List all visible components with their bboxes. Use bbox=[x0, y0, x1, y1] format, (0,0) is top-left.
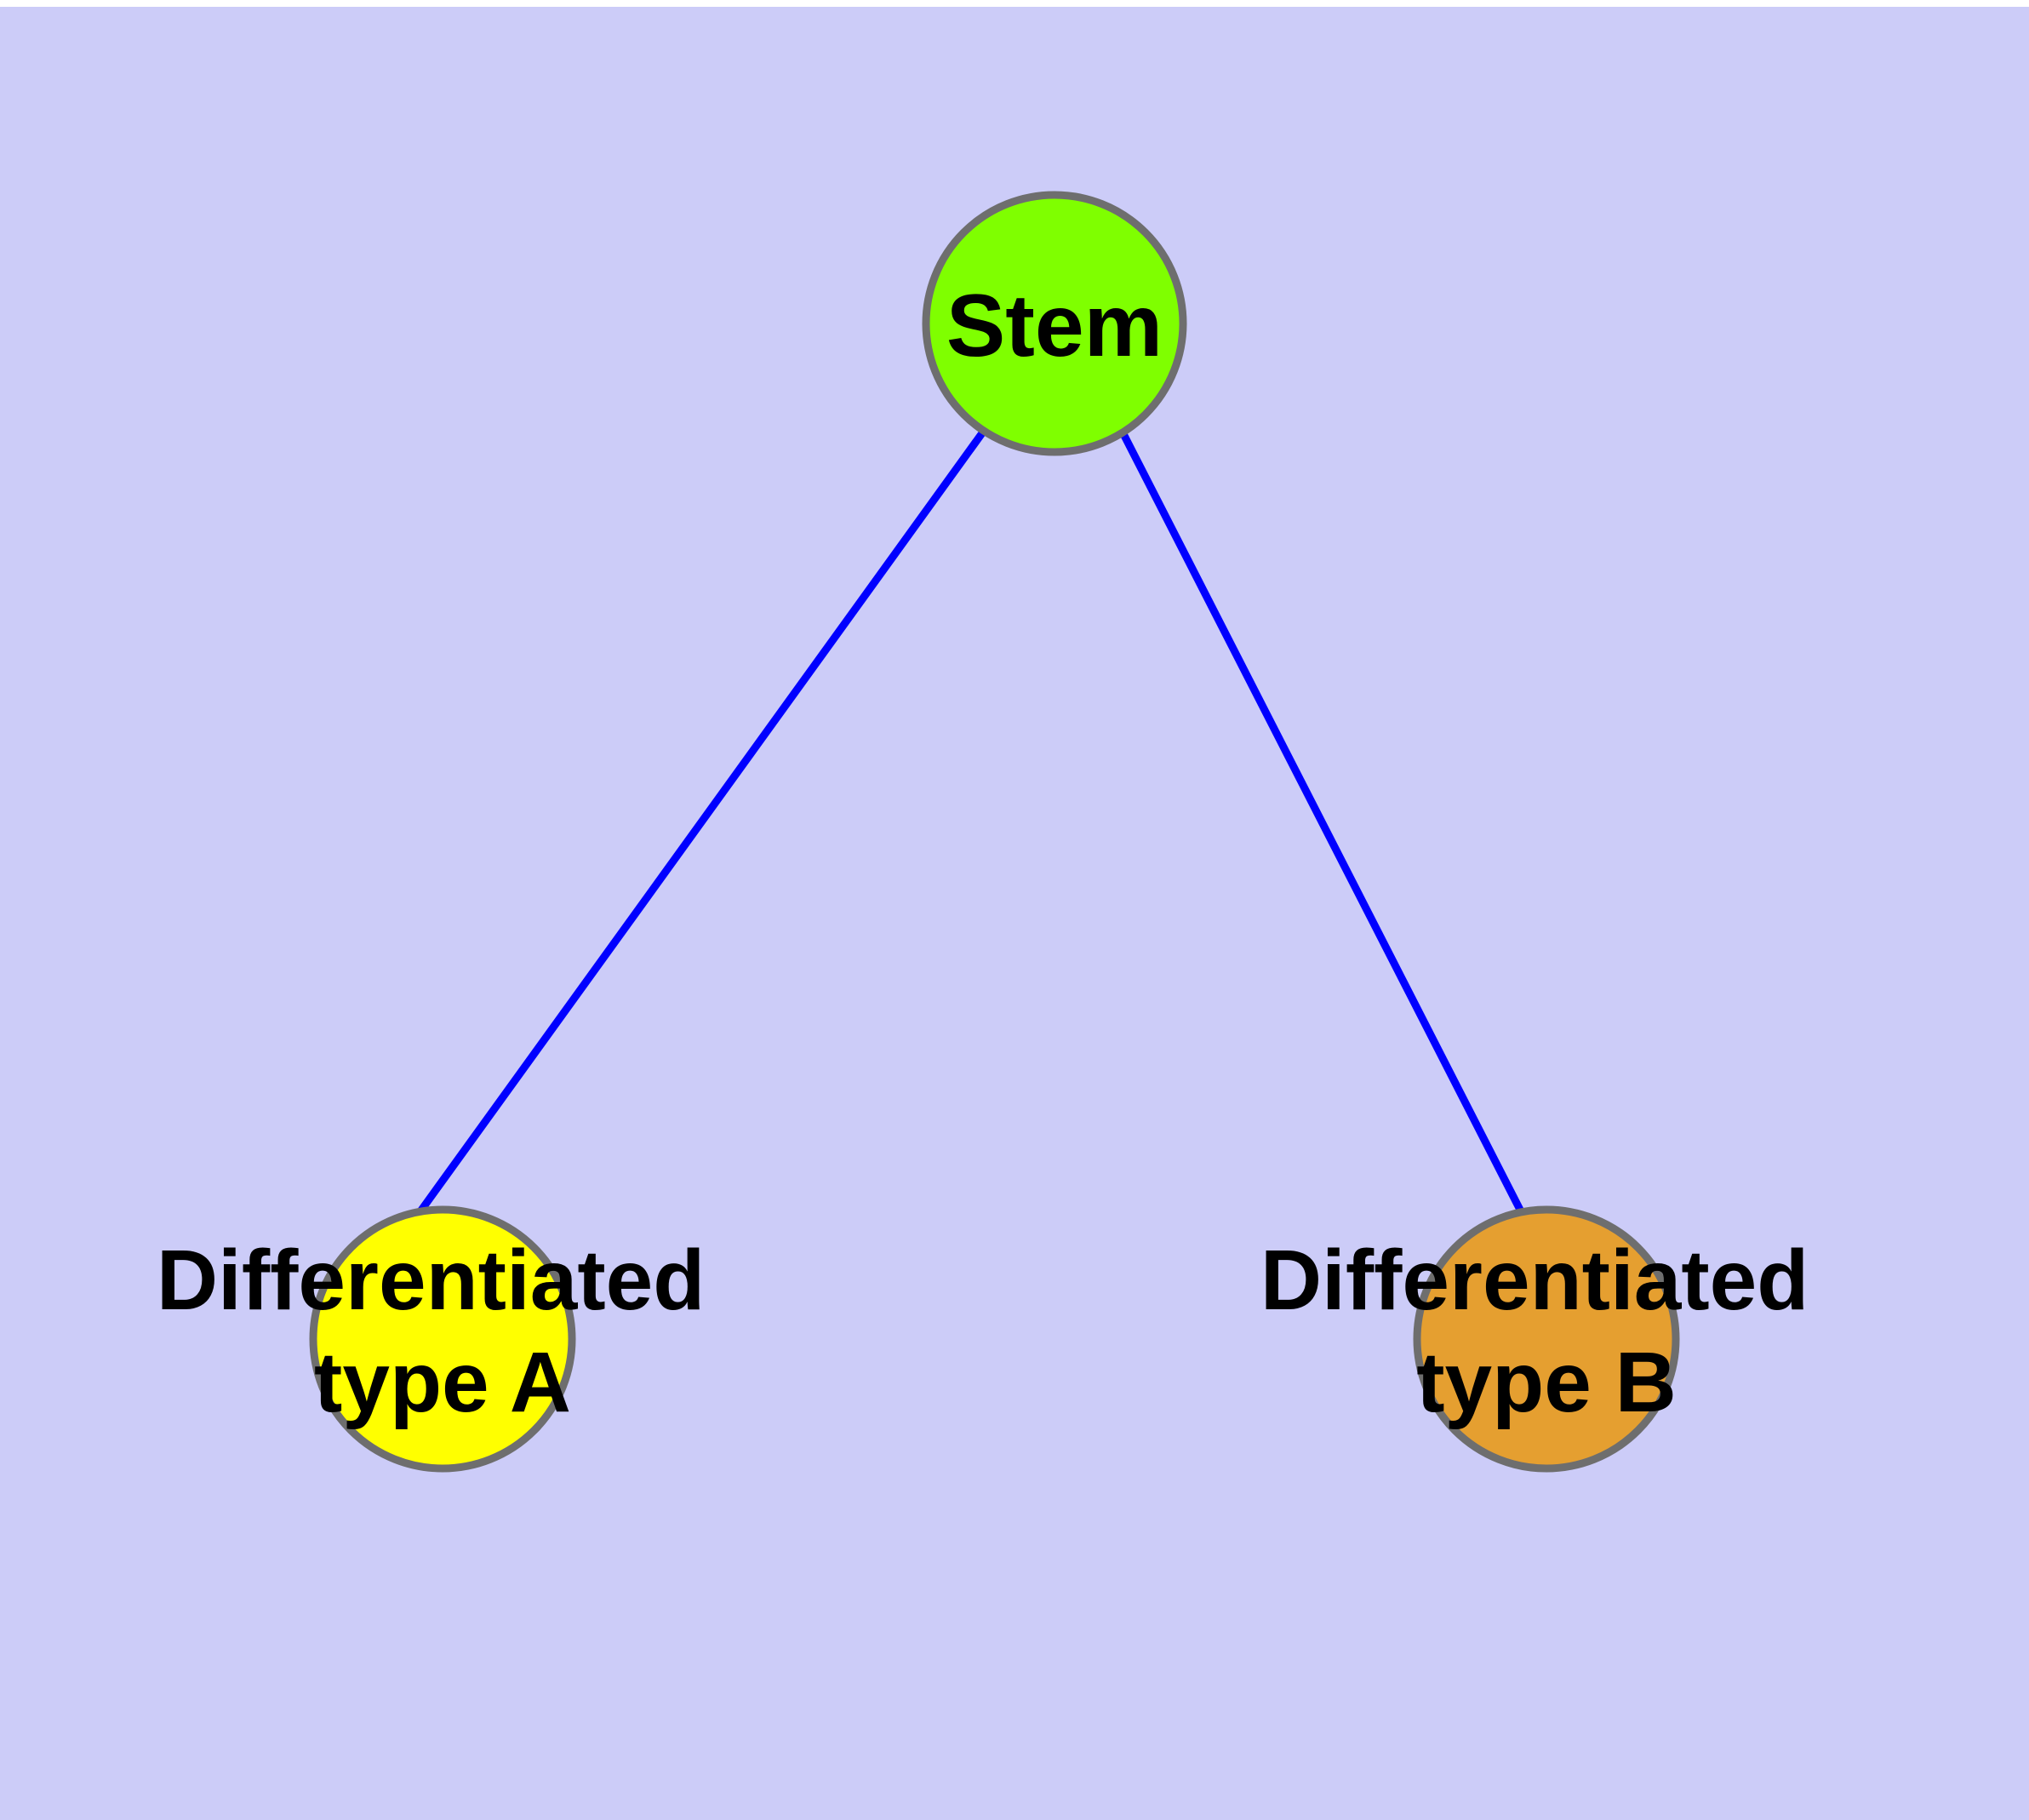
node-label-type-b-line2: type B bbox=[1416, 1335, 1677, 1430]
edge-stem-to-differentiated-type-b[interactable] bbox=[1114, 421, 1525, 1214]
cell-differentiation-graph: Stem Differentiated type A Differentiate… bbox=[157, 191, 1832, 1473]
edge-stem-to-differentiated-type-a[interactable] bbox=[417, 428, 987, 1214]
node-label-type-a-line2: type A bbox=[314, 1335, 571, 1430]
diagram-plot-area: Stem Differentiated type A Differentiate… bbox=[0, 7, 2029, 1820]
label-layer: Stem Differentiated type A Differentiate… bbox=[157, 277, 1832, 1430]
node-differentiated-type-b[interactable] bbox=[1413, 1205, 1680, 1473]
node-label-type-a-line1: Differentiated bbox=[157, 1233, 706, 1328]
node-layer bbox=[309, 191, 1680, 1473]
edge-layer bbox=[417, 421, 1525, 1214]
node-stem[interactable] bbox=[922, 191, 1187, 456]
node-label-differentiated-type-a: Differentiated type A bbox=[157, 1233, 729, 1430]
node-differentiated-type-a[interactable] bbox=[309, 1205, 576, 1473]
node-label-differentiated-type-b: Differentiated type B bbox=[1260, 1233, 1832, 1430]
node-label-type-b-line1: Differentiated bbox=[1260, 1233, 1809, 1328]
node-label-stem-line1: Stem bbox=[946, 277, 1163, 375]
node-label-stem: Stem bbox=[946, 277, 1163, 375]
